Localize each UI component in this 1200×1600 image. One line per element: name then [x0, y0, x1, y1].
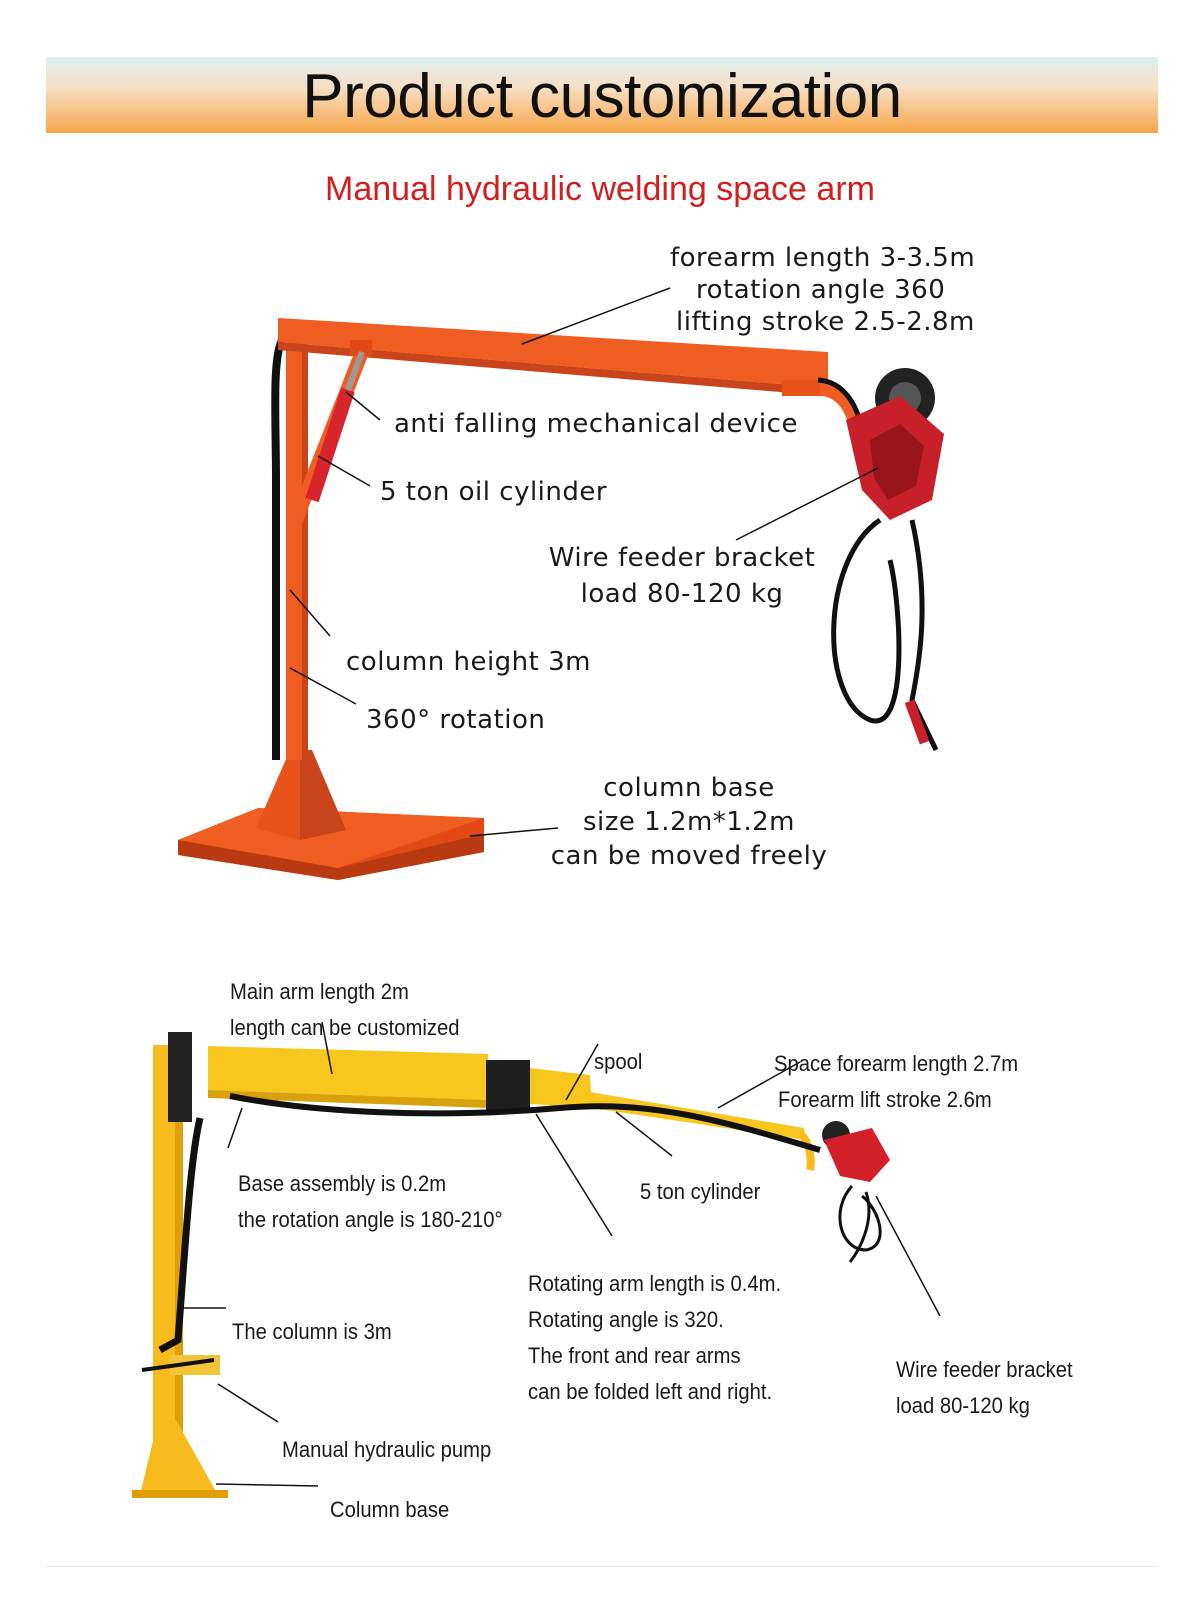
- product-subtitle: Manual hydraulic welding space arm: [325, 170, 875, 208]
- column-base-label-line3: can be moved freely: [550, 841, 828, 871]
- column-label: The column is 3m: [232, 1319, 392, 1344]
- base-assembly-label-line1: Base assembly is 0.2m: [238, 1171, 447, 1196]
- column-base-label-line2: size 1.2m*1.2m: [582, 807, 796, 837]
- wire-feeder-box-small: [824, 1128, 890, 1182]
- anti-falling-label: anti falling mechanical device: [394, 409, 798, 439]
- wire-feeder-bottom-line2: load 80-120 kg: [896, 1393, 1030, 1418]
- wire-feeder-label-line1: Wire feeder bracket: [548, 543, 816, 573]
- forearm-spec-line2: rotation angle 360: [696, 275, 946, 305]
- base-gusset: [256, 750, 300, 840]
- space-forearm-label-line1: Space forearm length 2.7m: [774, 1051, 1019, 1076]
- space-forearm-label-line2: Forearm lift stroke 2.6m: [778, 1087, 992, 1112]
- cylinder-label: 5 ton cylinder: [640, 1179, 761, 1204]
- main-arm-label-line2: length can be customized: [230, 1015, 460, 1040]
- rotating-arm-label-line4: can be folded left and right.: [528, 1379, 773, 1404]
- base-assembly-label-line2: the rotation angle is 180-210°: [238, 1207, 503, 1232]
- spool-label: spool: [594, 1049, 643, 1074]
- rotating-arm-label-line3: The front and rear arms: [528, 1343, 741, 1368]
- bottom-divider: [46, 1566, 1158, 1567]
- rotation-label: 360° rotation: [366, 705, 546, 735]
- hydraulic-pump-label: Manual hydraulic pump: [282, 1437, 492, 1462]
- yellow-column-base: [140, 1420, 218, 1495]
- orange-forearm-beam: [278, 318, 828, 388]
- page-title: Product customization: [302, 62, 902, 131]
- rotating-joint: [486, 1060, 530, 1110]
- rotating-arm-label-line1: Rotating arm length is 0.4m.: [528, 1271, 782, 1296]
- yellow-main-arm: [208, 1046, 488, 1100]
- main-arm-label-line1: Main arm length 2m: [230, 979, 409, 1004]
- title-banner: Product customization: [46, 57, 1158, 133]
- column-base-label-line1: column base: [603, 773, 775, 803]
- forearm-spec-line3: lifting stroke 2.5-2.8m: [676, 307, 975, 337]
- forearm-spec-line1: forearm length 3-3.5m: [670, 243, 976, 273]
- wire-feeder-bottom-line1: Wire feeder bracket: [896, 1357, 1073, 1382]
- wire-feeder-label-line2: load 80-120 kg: [580, 579, 784, 609]
- column-base-bottom-label: Column base: [330, 1497, 450, 1522]
- column-height-label: column height 3m: [346, 647, 591, 677]
- rotating-arm-label-line2: Rotating angle is 320.: [528, 1307, 724, 1332]
- oil-cylinder-shape: [305, 387, 355, 503]
- oil-cylinder-label: 5 ton oil cylinder: [380, 477, 608, 507]
